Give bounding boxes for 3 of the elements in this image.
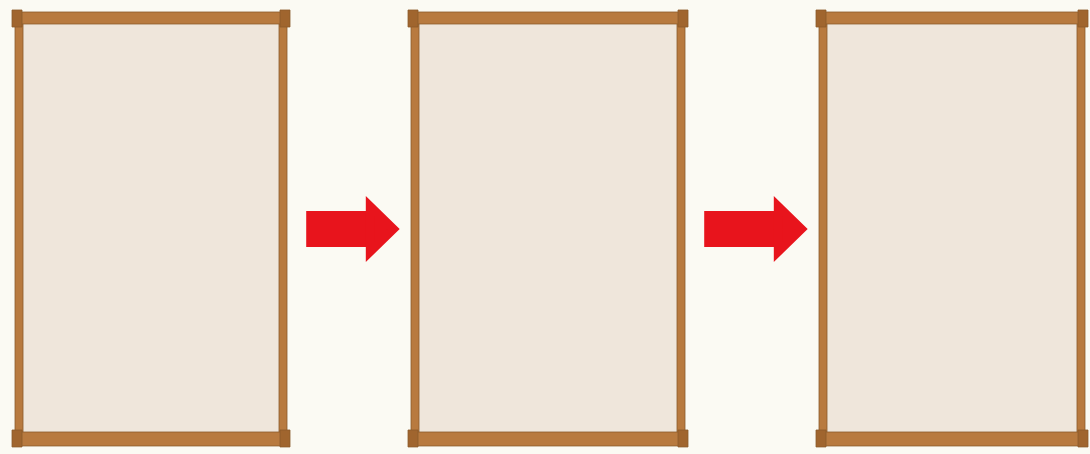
frame-drawing <box>11 9 291 448</box>
frame-drawing <box>815 9 1089 448</box>
frame-drawing <box>407 9 689 448</box>
